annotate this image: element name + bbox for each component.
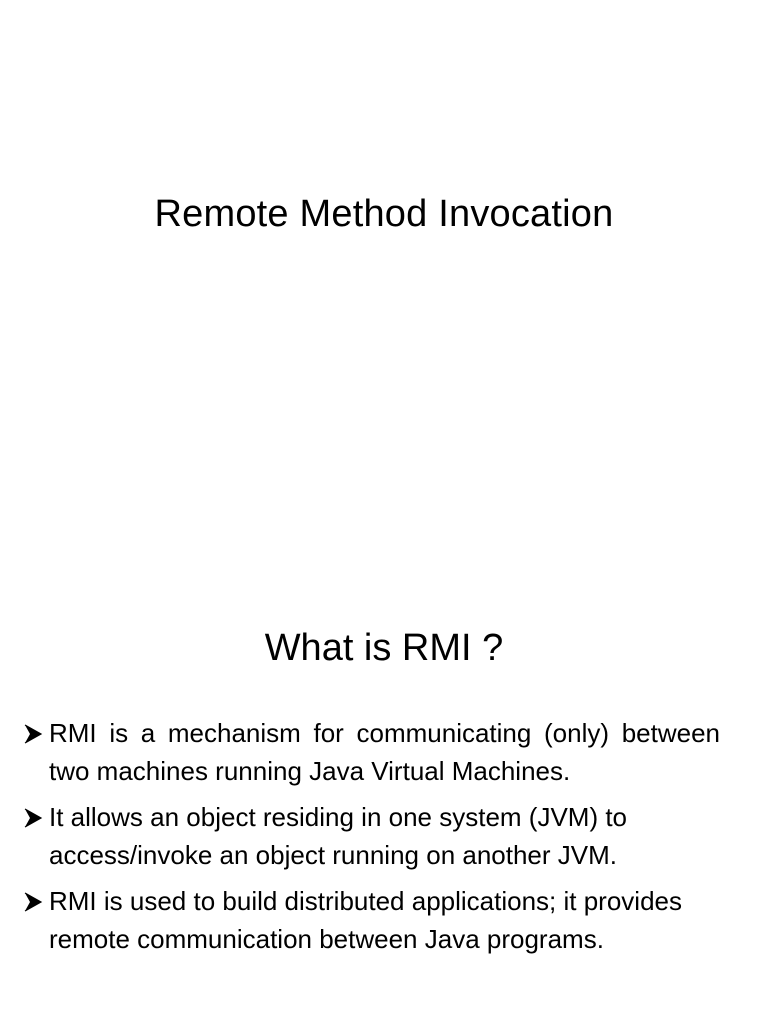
slide-title-heading: Remote Method Invocation — [154, 193, 614, 235]
bullet-text: It allows an object residing in one syst… — [49, 802, 628, 870]
bullet-text: RMI is used to build distributed applica… — [49, 886, 682, 954]
bullet-item: It allows an object residing in one syst… — [22, 798, 720, 874]
arrow-bullet-icon — [22, 798, 46, 836]
arrow-bullet-icon — [22, 882, 46, 920]
slide-what-is-rmi: What is RMI ? RMI is a mechanism for com… — [0, 576, 768, 1024]
bullet-list: RMI is a mechanism for communicating (on… — [22, 714, 720, 966]
bullet-text: RMI is a mechanism for communicating (on… — [49, 718, 720, 786]
slide-title: Remote Method Invocation — [154, 193, 614, 235]
slide-heading: What is RMI ? — [264, 627, 504, 669]
bullet-item: RMI is used to build distributed applica… — [22, 882, 720, 958]
bullet-item: RMI is a mechanism for communicating (on… — [22, 714, 720, 790]
arrow-bullet-icon — [22, 714, 46, 752]
